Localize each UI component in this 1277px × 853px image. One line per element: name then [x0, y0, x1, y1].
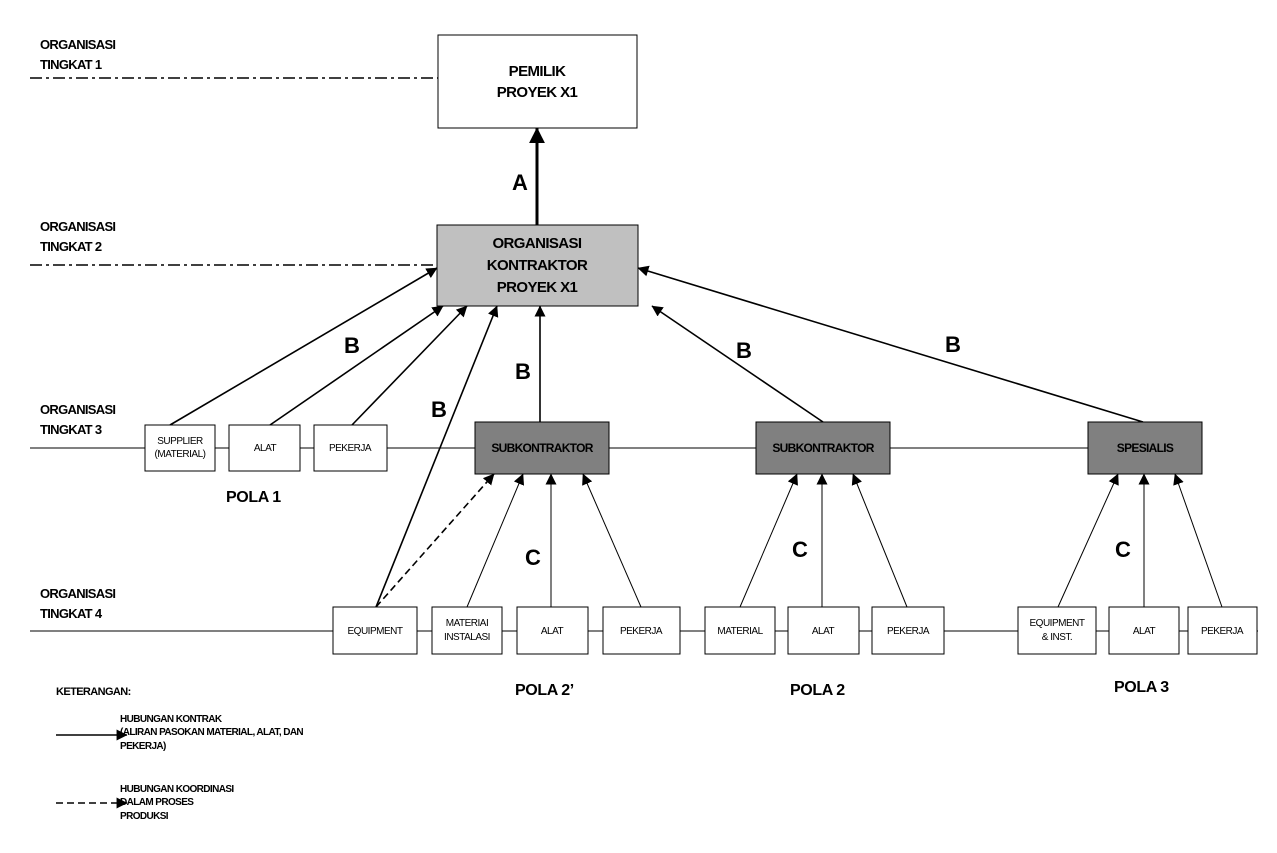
materiai-instalasi-box: [431, 606, 503, 655]
owner-box: [437, 34, 638, 129]
arrow-alat-t3: [269, 305, 444, 426]
alat3-box: [1108, 606, 1180, 655]
letter-b-3: B: [515, 359, 531, 384]
arrow-pekerja-t3: [351, 305, 468, 426]
pekerja3-box: [1187, 606, 1258, 655]
pola-2-label: POLA 2: [790, 682, 845, 699]
alat-t3-label: ALAT: [254, 443, 277, 454]
pola-1-label: POLA 1: [226, 489, 281, 506]
equipment-inst-label: EQUIPMENT& INST.: [1030, 618, 1085, 643]
equipment-box: [332, 606, 418, 655]
subkontraktor-1-label: SUBKONTRAKTOR: [491, 441, 593, 455]
supplier-box: [144, 424, 216, 472]
arrow-equipment: [375, 305, 499, 608]
letter-c-2: C: [792, 537, 808, 562]
material-label: MATERIAL: [717, 626, 763, 637]
arrow-materiai: [466, 473, 525, 608]
arrow-spesialis: [637, 265, 1144, 423]
letter-b-1: B: [344, 333, 360, 358]
alat-t3-box: [228, 424, 301, 472]
pola-3-label: POLA 3: [1114, 679, 1169, 696]
spesialis-label: SPESIALIS: [1117, 441, 1174, 455]
pekerja1-label: PEKERJA: [620, 626, 663, 637]
legend-solid-label: HUBUNGAN KONTRAK(ALIRAN PASOKAN MATERIAL…: [120, 714, 303, 752]
pekerja2-box: [871, 606, 945, 655]
pola-2-prime-label: POLA 2’: [515, 682, 574, 699]
material-box: [704, 606, 776, 655]
pekerja2-label: PEKERJA: [887, 626, 930, 637]
alat3-label: ALAT: [1133, 626, 1156, 637]
alat1-box: [516, 606, 589, 655]
subkontraktor-2-box: [755, 421, 891, 475]
subkontraktor-1-box: [474, 421, 610, 475]
pekerja-t3-box: [313, 424, 388, 472]
pekerja3-label: PEKERJA: [1201, 626, 1244, 637]
letter-c-3: C: [1115, 537, 1131, 562]
supplier-label: SUPPLIER(MATERIAL): [155, 436, 206, 460]
alat1-label: ALAT: [541, 626, 564, 637]
arrow-material: [739, 473, 798, 608]
pekerja1-box: [602, 606, 681, 655]
arrow-pekerja2: [851, 473, 908, 608]
letter-c-1: C: [525, 545, 541, 570]
letter-b-4: B: [736, 338, 752, 363]
arrow-pekerja3: [1173, 473, 1223, 608]
pekerja-t3-label: PEKERJA: [329, 443, 372, 454]
arrow-supplier: [169, 267, 438, 426]
letter-b-2: B: [431, 397, 447, 422]
arrow-pekerja1: [582, 473, 642, 608]
arrow-equipinst: [1057, 473, 1119, 608]
contractor-box: [436, 224, 639, 307]
spesialis-box: [1087, 421, 1203, 475]
legend-title: KETERANGAN:: [56, 686, 131, 698]
subkontraktor-2-label: SUBKONTRAKTOR: [772, 441, 874, 455]
letter-b-5: B: [945, 332, 961, 357]
equipment-inst-box: [1017, 606, 1097, 655]
alat2-box: [787, 606, 860, 655]
equipment-label: EQUIPMENT: [348, 626, 403, 637]
letter-a: A: [512, 170, 528, 195]
arrow-equipment-coordination: [375, 473, 495, 608]
arrow-sub2: [651, 305, 824, 423]
alat2-label: ALAT: [812, 626, 835, 637]
